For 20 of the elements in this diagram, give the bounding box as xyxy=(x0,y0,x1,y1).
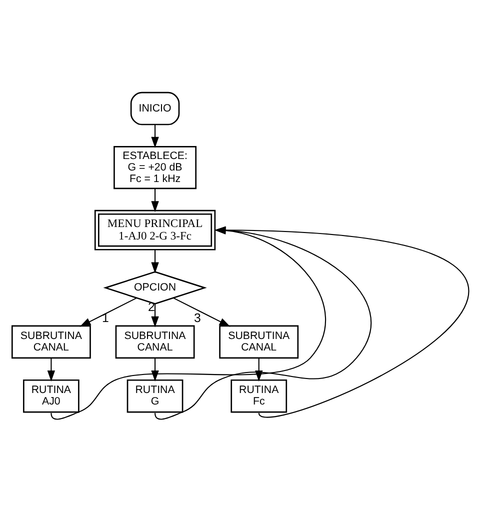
node-diamond: OPCION xyxy=(103,270,207,304)
node-box: RUTINA G xyxy=(126,378,184,412)
arrow xyxy=(214,226,468,418)
arrow xyxy=(80,296,137,326)
arrow xyxy=(151,188,159,212)
arrow xyxy=(173,296,230,326)
node-box: RUTINA Fc xyxy=(230,378,288,412)
arrow xyxy=(151,124,159,148)
arrow xyxy=(47,358,56,382)
arrow xyxy=(151,249,159,273)
node-box: RUTINA AJ0 xyxy=(23,378,80,412)
node-box: ESTABLECE: G = +20 dB Fc = 1 kHz xyxy=(114,146,197,189)
arrow xyxy=(151,303,159,327)
node-box: SUBRUTINA CANAL xyxy=(219,324,299,358)
node-box: SUBRUTINA CANAL xyxy=(11,324,91,358)
node-box: MENU PRINCIPAL 1-AJ0 2-G 3-Fc xyxy=(94,209,216,250)
edge-label: 3 xyxy=(194,310,201,324)
arrow xyxy=(151,358,159,382)
node-box: SUBRUTINA CANAL xyxy=(115,324,195,358)
node-box: INICIO xyxy=(130,91,180,125)
